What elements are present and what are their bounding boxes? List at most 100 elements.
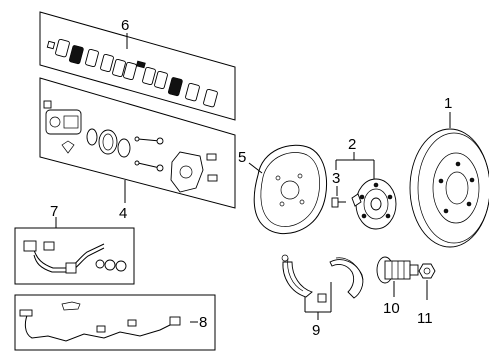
caliper-bore — [49, 116, 61, 128]
disc-hole-d — [443, 208, 449, 214]
caliper-bracket — [170, 151, 204, 193]
brake-hose-group: 7 — [14, 203, 135, 285]
callout-10[interactable]: 10 — [383, 300, 400, 317]
shoe-right-lining — [335, 257, 364, 281]
callout-9[interactable]: 9 — [312, 322, 320, 339]
disc-hole-e — [438, 178, 444, 184]
axle-tip — [409, 264, 419, 276]
hub-stud-c — [385, 213, 391, 219]
callout-1[interactable]: 1 — [444, 95, 452, 112]
pad-spring-clip — [135, 60, 146, 69]
caliper-bridge — [63, 115, 79, 129]
bolt-head — [331, 197, 339, 208]
adjuster — [317, 293, 327, 303]
callout-7[interactable]: 7 — [50, 203, 58, 220]
bracket-hole — [179, 165, 193, 179]
sensor-box — [14, 294, 216, 351]
axle-body — [384, 260, 411, 280]
callout-3[interactable]: 3 — [332, 170, 340, 187]
pad-shim-h — [203, 88, 218, 108]
backing-plate: 5 — [238, 144, 328, 235]
disc-hole-a — [455, 161, 461, 167]
hub-center — [370, 197, 382, 211]
piston — [98, 129, 118, 155]
callout-6[interactable]: 6 — [121, 17, 129, 34]
parking-brake-shoes: 9 — [281, 254, 364, 339]
pad-kit-group: 6 — [39, 11, 236, 121]
wire-bracket-a — [61, 301, 81, 311]
callout-4[interactable]: 4 — [119, 205, 127, 222]
hub-stud-d — [361, 213, 367, 219]
shoe-right — [329, 259, 364, 299]
sensor-wire — [24, 312, 177, 342]
sensor-connector — [169, 316, 181, 326]
guide-pin-lower-tip — [134, 160, 140, 166]
brake-pad-outer — [167, 77, 183, 97]
pad-kit-panel — [39, 11, 236, 121]
brake-disc: 1 — [409, 95, 489, 248]
brake-pad-dark — [68, 45, 84, 65]
callout-5[interactable]: 5 — [238, 149, 246, 166]
shoe-left — [282, 261, 313, 298]
disc-hat — [432, 152, 480, 224]
piston-inner — [102, 133, 114, 151]
hose-clip — [65, 262, 77, 274]
plate-hole-c — [279, 201, 285, 207]
plate-hole-a — [275, 175, 281, 181]
pad-clip — [46, 40, 56, 50]
plate-hole-b — [297, 173, 303, 179]
hub-bolt-seat — [351, 193, 362, 207]
hose-washer-a — [95, 259, 105, 269]
pad-shim-g — [185, 82, 200, 102]
leader-5 — [248, 162, 263, 174]
caliper-body — [43, 100, 82, 154]
pad-shim-b — [100, 53, 114, 73]
caliper-group: 4 — [39, 77, 236, 222]
hub-bearing: 2 — [335, 136, 397, 230]
piston-seal-small — [86, 128, 98, 146]
brake-pad-items — [46, 38, 218, 108]
axle-shaft: 10 — [376, 256, 419, 317]
bracket-clip-b — [207, 174, 218, 182]
callout-11[interactable]: 11 — [417, 310, 433, 327]
wire-clip-b — [127, 319, 137, 327]
bracket-clip-a — [206, 153, 217, 161]
hose-nut — [43, 241, 55, 251]
guide-pin-lower — [137, 162, 161, 169]
callout-8[interactable]: 8 — [199, 314, 207, 331]
callout-2[interactable]: 2 — [348, 136, 356, 153]
guide-pin-upper-head — [156, 137, 164, 145]
hub-stud-a — [373, 182, 379, 188]
piston-boot — [117, 138, 131, 158]
pad-shim-a — [85, 48, 99, 68]
shoe-left-pin — [281, 254, 289, 262]
guide-pin-lower-head — [156, 164, 164, 172]
guide-pin-upper-tip — [134, 136, 140, 142]
hose-fitting-left — [23, 240, 37, 252]
sensor-head — [19, 309, 33, 317]
axle-nut-hex — [418, 263, 436, 279]
brake-pad-inner — [55, 38, 70, 58]
pad-shim-e — [142, 66, 156, 86]
pad-shim-d — [123, 61, 137, 81]
hose-washer-b — [104, 259, 116, 271]
guide-pin-upper — [137, 138, 161, 142]
disc-outer — [409, 128, 489, 248]
hub-bearing-ring — [363, 188, 389, 220]
backing-plate-rim — [260, 152, 320, 227]
wire-clip-a — [96, 325, 106, 333]
shoe-left-lining — [287, 257, 304, 292]
axle-nut: 11 — [417, 263, 436, 327]
axle-splines — [391, 261, 405, 279]
plate-hole-d — [299, 199, 305, 205]
caliper-pin — [61, 140, 75, 154]
pad-shim-c — [112, 58, 126, 78]
hose-washer-c — [115, 260, 127, 272]
hub-stud-b — [387, 194, 393, 200]
backing-plate-hub-hole — [280, 180, 300, 200]
bleeder-screw — [43, 100, 52, 109]
abs-sensor-group: 8 — [14, 294, 216, 351]
caliper-housing — [45, 109, 82, 135]
